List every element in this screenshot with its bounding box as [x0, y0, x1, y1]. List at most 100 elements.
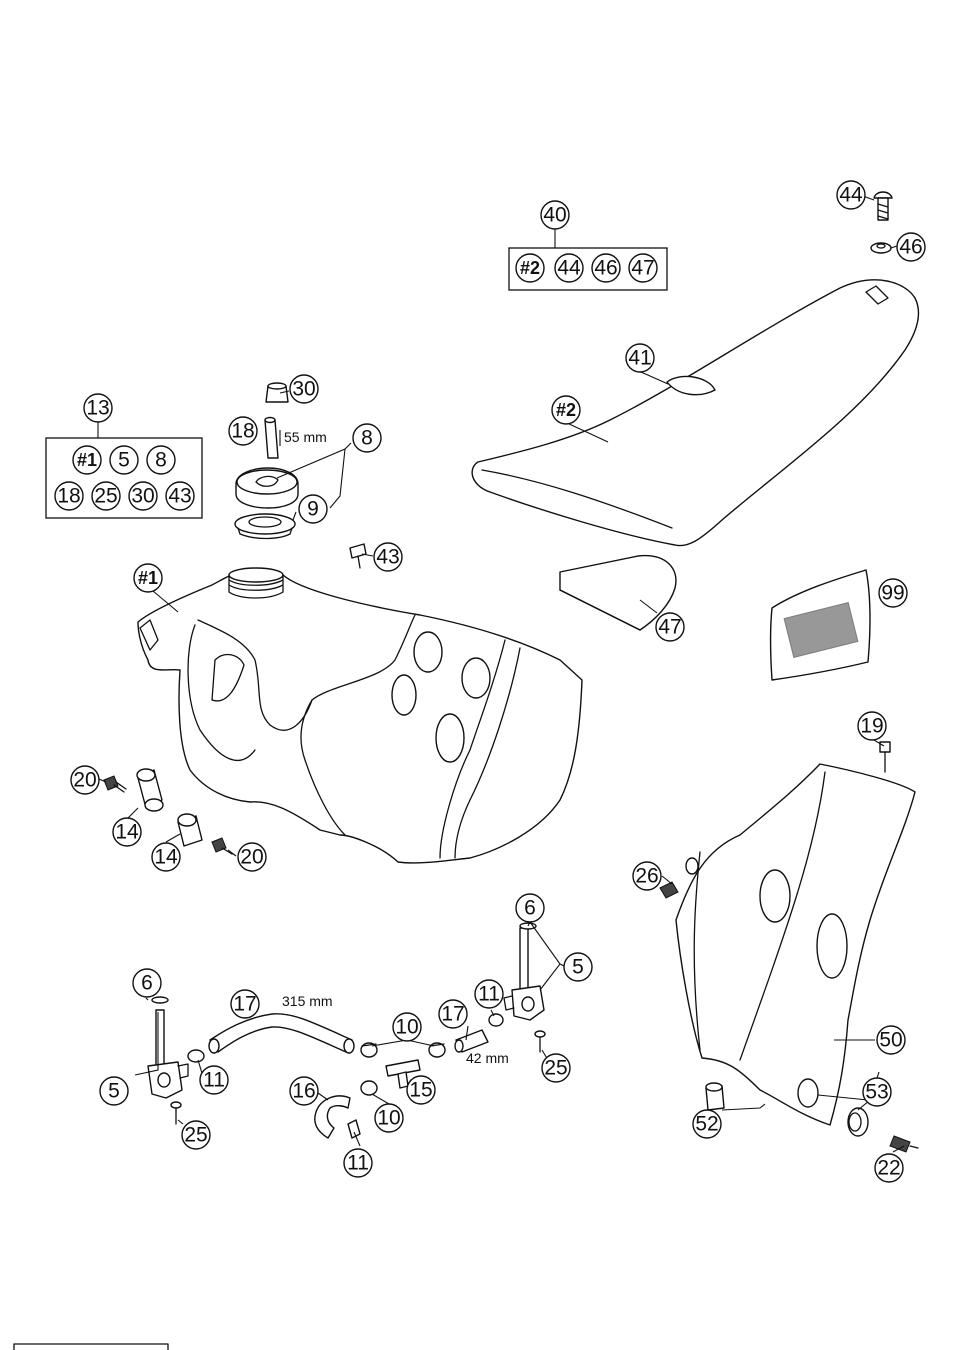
svg-text:9: 9 [307, 498, 319, 521]
svg-text:13: 13 [86, 397, 109, 420]
callout-19: 19 [857, 711, 887, 741]
callout-kit-5: 5 [109, 445, 139, 475]
svg-text:46: 46 [899, 236, 922, 259]
svg-text:19: 19 [860, 715, 883, 738]
svg-text:11: 11 [347, 1152, 369, 1175]
dim-label-55mm: 55 mm [284, 429, 327, 445]
callout-52: 52 [692, 1109, 722, 1139]
svg-text:5: 5 [108, 1080, 120, 1103]
fuel-hose-part [208, 1013, 355, 1054]
washer-part [870, 242, 892, 254]
svg-text:30: 30 [131, 485, 154, 508]
vent-hose-part [264, 416, 279, 459]
callout-15: 15 [406, 1075, 436, 1105]
screw-20-part-2 [211, 837, 233, 855]
callout-tank-1: #1 [133, 563, 163, 593]
callout-kit-8: 8 [146, 445, 176, 475]
svg-text:5: 5 [118, 449, 130, 472]
callout-99: 99 [878, 578, 908, 608]
svg-text:43: 43 [168, 485, 191, 508]
fuel-tap-part [147, 1009, 189, 1099]
svg-text:17: 17 [441, 1003, 464, 1026]
callout-17-left: 17 [230, 989, 260, 1019]
callout-25-right: 25 [541, 1053, 571, 1083]
svg-text:#1: #1 [138, 568, 158, 588]
callout-10-lower: 10 [374, 1103, 404, 1133]
svg-text:25: 25 [544, 1057, 567, 1080]
screw-22-part [889, 1135, 919, 1153]
svg-text:52: 52 [695, 1113, 718, 1136]
callout-40: 40 [540, 200, 570, 230]
callout-kit-43: 43 [165, 481, 195, 511]
callout-41: 41 [625, 343, 655, 373]
clamp-part [187, 1049, 205, 1063]
svg-text:18: 18 [231, 420, 254, 443]
callout-22: 22 [874, 1153, 904, 1183]
svg-text:40: 40 [543, 204, 566, 227]
dim-label-42mm: 42 mm [466, 1050, 509, 1066]
svg-text:17: 17 [233, 993, 256, 1016]
screw-26-part [659, 857, 699, 899]
svg-text:43: 43 [376, 546, 399, 569]
callout-kit-2: #2 [515, 253, 545, 283]
callout-43: 43 [373, 542, 403, 572]
callout-11-right: 11 [474, 979, 504, 1009]
t-connector-part [385, 1059, 421, 1089]
curved-hose-part [314, 1095, 351, 1139]
screw-25-part [170, 1101, 182, 1125]
callout-5-left: 5 [99, 1076, 129, 1106]
bushing-part [136, 768, 164, 812]
bushing-52-part [705, 1082, 725, 1111]
callout-16: 16 [289, 1076, 319, 1106]
clamp-part-2 [488, 1013, 504, 1027]
o-ring-part [151, 996, 169, 1004]
svg-text:25: 25 [94, 485, 117, 508]
svg-text:10: 10 [395, 1016, 418, 1039]
svg-text:26: 26 [635, 865, 658, 888]
callout-20-left: 20 [70, 765, 100, 795]
screw-19-part [879, 741, 891, 773]
svg-text:44: 44 [839, 184, 863, 207]
hose-clamp-part [360, 1042, 378, 1058]
svg-text:50: 50 [879, 1029, 902, 1052]
callout-53: 53 [862, 1077, 892, 1107]
short-hose-part [454, 1029, 489, 1053]
svg-text:20: 20 [73, 769, 96, 792]
svg-text:6: 6 [524, 897, 536, 920]
grommet-part [847, 1107, 869, 1137]
callout-6-left: 6 [132, 968, 162, 998]
seat-pad-part [559, 554, 677, 631]
callout-5-right: 5 [563, 952, 593, 982]
callout-kit-1: #1 [72, 445, 102, 475]
seat-part [471, 279, 920, 547]
svg-text:#1: #1 [77, 450, 97, 470]
side-panel-part [675, 763, 916, 1126]
svg-text:8: 8 [361, 427, 373, 450]
screw-20-part [103, 775, 127, 793]
callout-18: 18 [228, 416, 258, 446]
svg-text:25: 25 [184, 1124, 207, 1147]
callout-8: 8 [352, 423, 382, 453]
callout-kit-18: 18 [54, 481, 84, 511]
fuel-tap-part-2 [503, 927, 545, 1021]
svg-text:16: 16 [292, 1080, 315, 1103]
bushing-part-2 [177, 813, 203, 847]
svg-text:44: 44 [557, 257, 581, 280]
callout-6-right: 6 [515, 893, 545, 923]
screw-25-part-2 [534, 1030, 546, 1053]
svg-text:15: 15 [409, 1079, 432, 1102]
fuel-cap-part [235, 467, 299, 509]
svg-text:#2: #2 [556, 400, 576, 420]
callout-kit-46: 46 [591, 253, 621, 283]
svg-text:20: 20 [240, 846, 263, 869]
callout-kit-47: 47 [628, 253, 658, 283]
fuel-tank-part [137, 567, 583, 864]
callout-kit-30: 30 [128, 481, 158, 511]
screw-43-part [349, 543, 367, 569]
svg-text:53: 53 [865, 1081, 888, 1104]
callout-30: 30 [289, 374, 319, 404]
svg-text:10: 10 [377, 1107, 400, 1130]
svg-text:8: 8 [155, 449, 167, 472]
callout-46: 46 [896, 232, 926, 262]
callout-kit-25: 25 [91, 481, 121, 511]
